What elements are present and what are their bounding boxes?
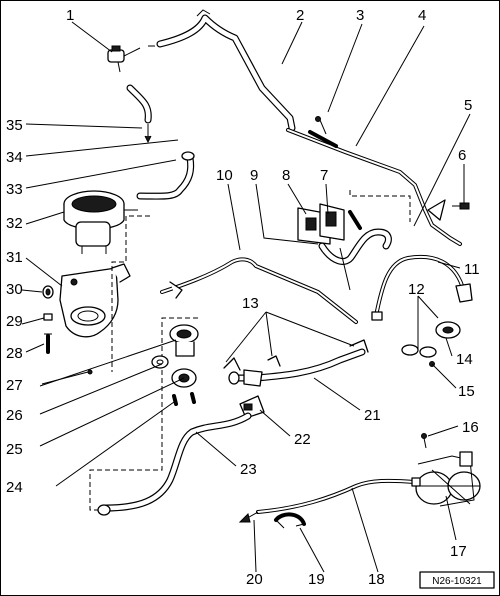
callout-6: 6 bbox=[458, 147, 466, 164]
callout-5: 5 bbox=[464, 97, 472, 114]
callout-12: 12 bbox=[408, 281, 425, 298]
part-26-housing bbox=[169, 324, 199, 357]
part-25-gasket bbox=[151, 355, 169, 369]
part-22-valve bbox=[239, 395, 265, 419]
callout-28: 28 bbox=[6, 345, 23, 362]
leader-dashed-left bbox=[111, 215, 150, 372]
part-2-hose bbox=[148, 9, 296, 132]
part-14-fitting bbox=[435, 321, 461, 339]
callout-19: 19 bbox=[308, 571, 325, 588]
callout-27: 27 bbox=[6, 377, 23, 394]
part-6-screw bbox=[452, 202, 470, 210]
callout-20: 20 bbox=[246, 571, 263, 588]
part-35-small-hose bbox=[126, 84, 152, 144]
leader-dashed-lower bbox=[89, 317, 198, 511]
part-33-hose bbox=[136, 151, 195, 200]
reference-code: N26-10321 bbox=[432, 576, 482, 587]
part-31-bracket bbox=[59, 263, 131, 338]
part-11-hose bbox=[371, 254, 473, 321]
callout-32: 32 bbox=[6, 215, 23, 232]
leader-lines bbox=[21, 21, 471, 573]
callout-numbers: 1 2 3 4 5 6 7 8 9 10 11 12 13 14 15 16 1… bbox=[6, 7, 480, 588]
callout-2: 2 bbox=[296, 7, 304, 24]
callout-34: 34 bbox=[6, 149, 23, 166]
part-9-hose-assembly bbox=[318, 210, 392, 291]
part-29-nut bbox=[43, 313, 53, 321]
part-7-valve bbox=[319, 203, 345, 241]
callout-33: 33 bbox=[6, 181, 23, 198]
callout-1: 1 bbox=[66, 7, 74, 24]
part-12-clamp bbox=[401, 344, 437, 358]
part-32-filter-canister bbox=[63, 190, 138, 254]
part-17-reservoir-bracket bbox=[415, 451, 481, 507]
reference-code-box: N26-10321 bbox=[419, 571, 495, 589]
callout-4: 4 bbox=[418, 7, 426, 24]
callout-17: 17 bbox=[450, 543, 467, 560]
callout-26: 26 bbox=[6, 407, 23, 424]
callout-21: 21 bbox=[364, 407, 381, 424]
part-30-grommet bbox=[42, 285, 54, 299]
part-28-bolt bbox=[44, 333, 52, 354]
callout-24: 24 bbox=[6, 479, 23, 496]
callout-11: 11 bbox=[464, 261, 480, 278]
part-27-pin bbox=[87, 369, 93, 375]
callout-16: 16 bbox=[462, 419, 479, 436]
callout-18: 18 bbox=[368, 571, 385, 588]
callout-29: 29 bbox=[6, 313, 23, 330]
part-19-clamp bbox=[274, 512, 306, 529]
part-20-end bbox=[238, 511, 259, 523]
callout-10: 10 bbox=[216, 167, 233, 184]
part-16-bolt bbox=[421, 433, 427, 449]
part-21-hose bbox=[228, 348, 366, 387]
part-24-screws bbox=[172, 392, 196, 406]
callout-22: 22 bbox=[294, 431, 311, 448]
part-4-pipe bbox=[286, 116, 462, 246]
callout-31: 31 bbox=[6, 249, 23, 266]
callout-35: 35 bbox=[6, 117, 23, 134]
callout-30: 30 bbox=[6, 281, 23, 298]
callout-23: 23 bbox=[240, 461, 257, 478]
part-1-valve bbox=[107, 45, 141, 73]
part-10-line bbox=[160, 257, 358, 324]
callout-15: 15 bbox=[458, 383, 475, 400]
part-23-hose bbox=[97, 412, 252, 516]
callout-9: 9 bbox=[250, 167, 258, 184]
callout-25: 25 bbox=[6, 441, 23, 458]
callout-3: 3 bbox=[356, 7, 364, 24]
callout-7: 7 bbox=[320, 167, 328, 184]
callout-8: 8 bbox=[282, 167, 290, 184]
part-18-pipe bbox=[256, 477, 421, 514]
callout-14: 14 bbox=[456, 351, 473, 368]
callout-13: 13 bbox=[242, 295, 259, 312]
leader-dashed-right bbox=[349, 190, 411, 222]
